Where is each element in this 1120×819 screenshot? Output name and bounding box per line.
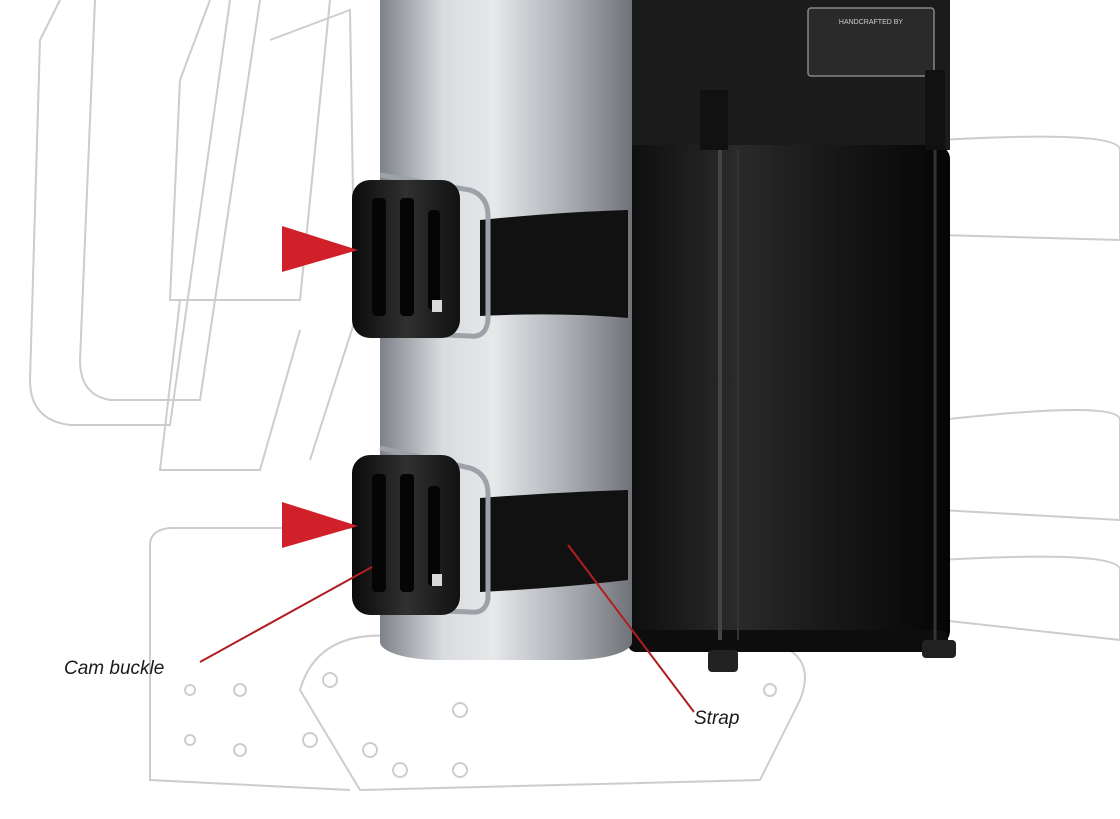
harness-outline <box>28 0 1120 792</box>
cam-buckle-upper <box>352 172 491 339</box>
nameplate-text: HANDCRAFTED BY <box>839 19 904 26</box>
strap-lower <box>480 490 628 592</box>
cam-buckle-leader <box>199 566 373 663</box>
arrow-upper-icon <box>282 226 358 272</box>
cam-buckle-label: Cam buckle <box>64 658 165 679</box>
arrow-lower-icon <box>282 502 358 548</box>
light-housing: HANDCRAFTED BY <box>620 0 956 672</box>
strap-upper <box>480 210 628 318</box>
strap-leader <box>567 544 695 713</box>
strap-label: Strap <box>694 708 740 729</box>
cam-buckle-lower <box>352 445 491 615</box>
